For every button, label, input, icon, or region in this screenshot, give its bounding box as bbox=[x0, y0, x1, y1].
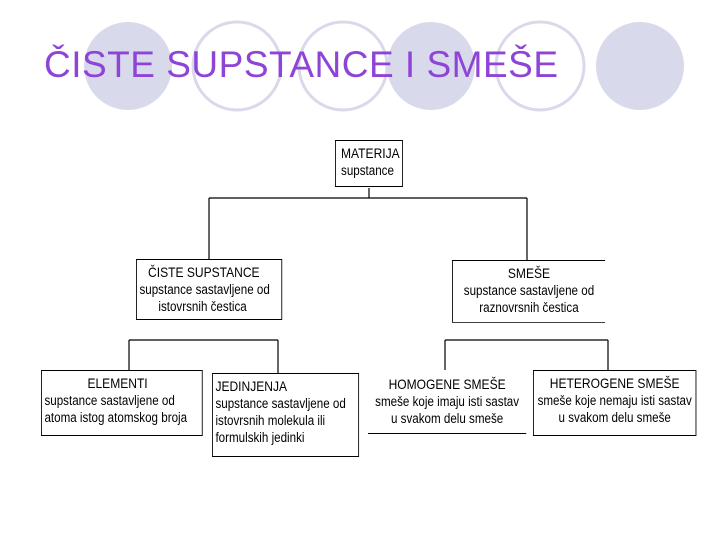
node-desc-line: supstance sastavljene od bbox=[215, 396, 346, 411]
node-title: ELEMENTI bbox=[87, 375, 148, 391]
node-desc-line: smeše koje imaju isti sastav bbox=[375, 394, 520, 409]
node-title: HOMOGENE SMEŠE bbox=[388, 376, 506, 392]
decor-circle bbox=[494, 20, 586, 112]
node-desc-line: supstance bbox=[341, 163, 394, 178]
node-title: JEDINJENJA bbox=[215, 378, 288, 394]
node-smese: SMEŠE supstance sastavljene od raznovrsn… bbox=[452, 260, 606, 322]
node-heterogene-smese: HETEROGENE SMEŠE smeše koje nemaju isti … bbox=[533, 370, 697, 436]
node-desc-line: supstance sastavljene od bbox=[139, 282, 270, 297]
decor-circle bbox=[387, 22, 475, 110]
node-jedinjenja: JEDINJENJA supstance sastavljene od isto… bbox=[212, 373, 360, 457]
decor-circle bbox=[596, 22, 684, 110]
slide-title: ČISTE SUPSTANCE I SMEŠE bbox=[44, 44, 559, 85]
node-homogene-smese: HOMOGENE SMEŠE smeše koje imaju isti sas… bbox=[368, 372, 527, 434]
decor-circle bbox=[191, 20, 283, 112]
node-desc-line: formulskih jedinki bbox=[215, 430, 305, 445]
node-desc-line: supstance sastavljene od bbox=[463, 283, 595, 298]
node-desc-line: atoma istog atomskog broja bbox=[44, 410, 188, 425]
node-title: SMEŠE bbox=[507, 265, 551, 281]
node-desc-line: u svakom delu smeše bbox=[390, 411, 504, 426]
node-desc-line: istovrsnih molekula ili bbox=[215, 413, 326, 428]
node-title: MATERIJA bbox=[341, 145, 400, 161]
node-desc-line: supstance sastavljene od bbox=[44, 393, 175, 408]
node-title: ČISTE SUPSTANCE bbox=[148, 264, 260, 280]
node-elementi: ELEMENTI supstance sastavljene od atoma … bbox=[41, 370, 203, 436]
node-desc-line: u svakom delu smeše bbox=[558, 410, 671, 425]
decor-circle bbox=[84, 22, 172, 110]
node-desc-line: raznovrsnih čestica bbox=[479, 300, 579, 315]
node-title: HETEROGENE SMEŠE bbox=[549, 375, 680, 391]
node-ciste-supstance: ČISTE SUPSTANCE supstance sastavljene od… bbox=[136, 259, 283, 320]
node-desc-line: smeše koje nemaju isti sastav bbox=[537, 393, 692, 408]
node-desc-line: istovrsnih čestica bbox=[158, 299, 247, 314]
node-materija: MATERIJA supstance bbox=[335, 140, 403, 187]
